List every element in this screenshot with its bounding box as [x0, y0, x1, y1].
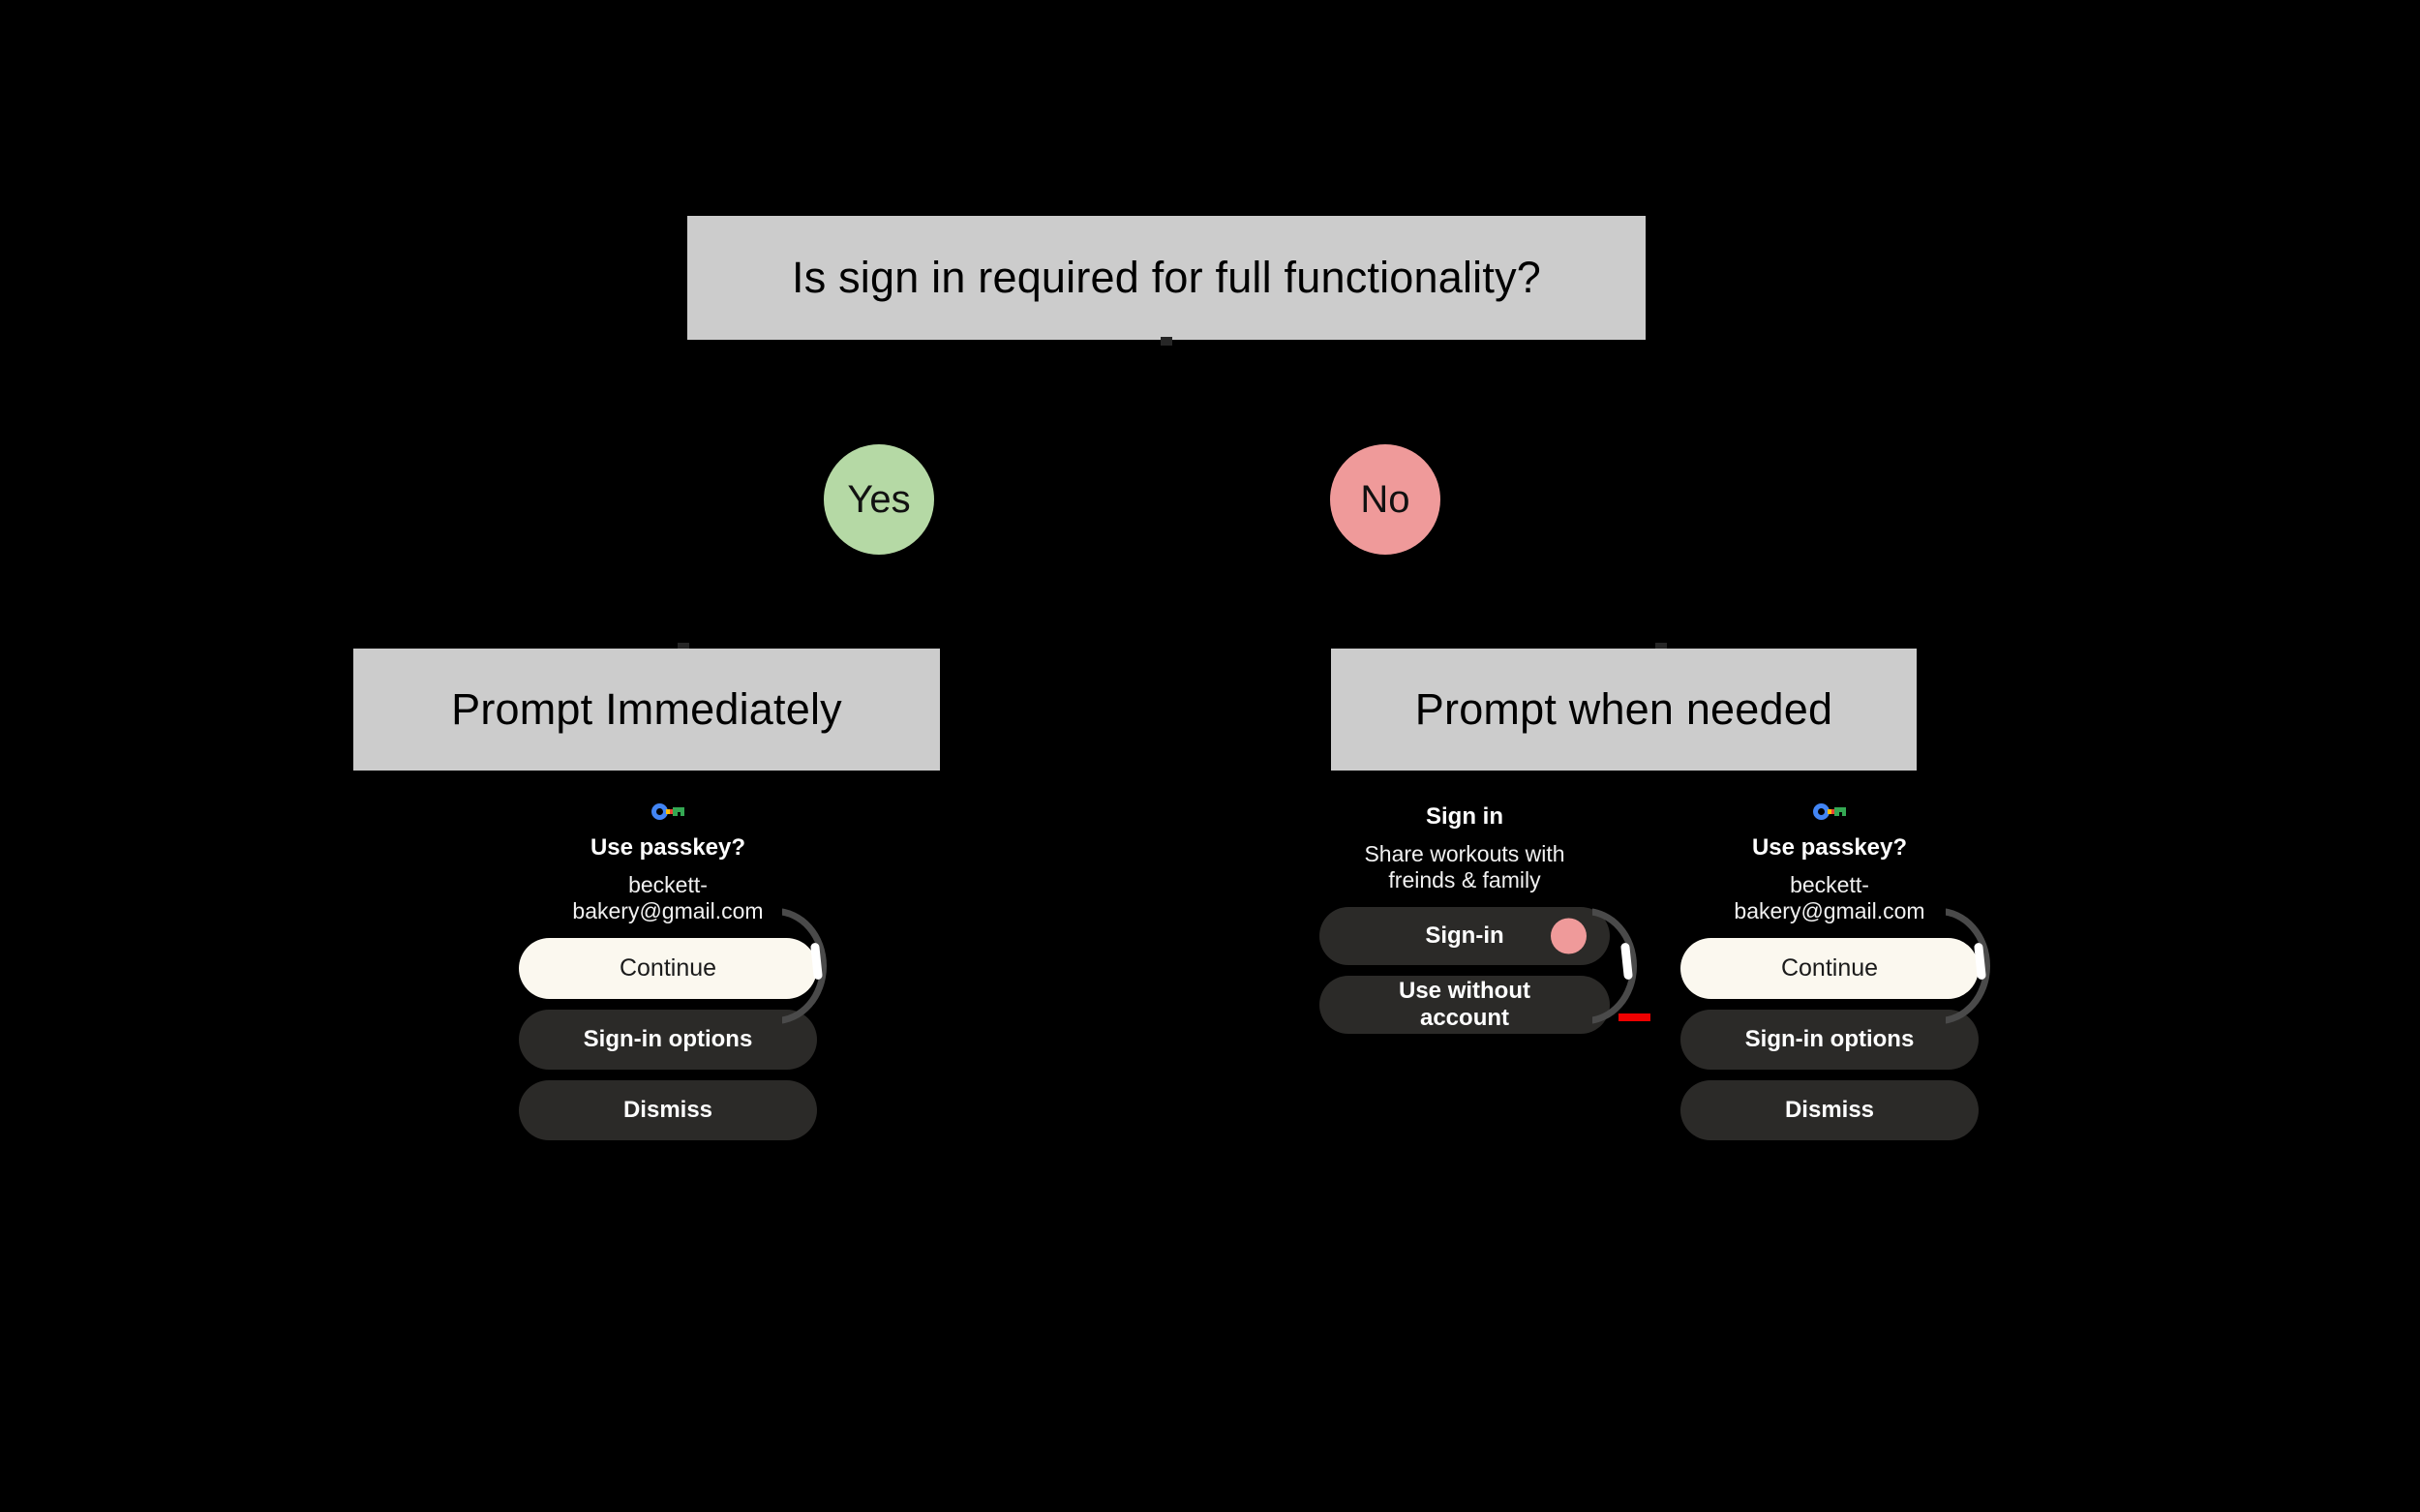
- decision-box-question: Is sign in required for full functionali…: [687, 216, 1646, 340]
- scrollbar-left[interactable]: [782, 908, 827, 1024]
- sign-in-button[interactable]: Sign-in: [1319, 907, 1610, 966]
- continue-button-right[interactable]: Continue: [1680, 938, 1979, 1000]
- google-passkey-icon: [651, 803, 684, 821]
- google-passkey-icon: [1813, 803, 1846, 821]
- scrollbar-middle[interactable]: [1592, 908, 1637, 1024]
- signin-title: Sign in: [1426, 803, 1503, 830]
- outcome-box-prompt-when-needed: Prompt when needed: [1331, 649, 1917, 771]
- branch-label-no: No: [1330, 444, 1440, 555]
- passkey-account-email-right: beckett- bakery@gmail.com: [1734, 871, 1925, 923]
- watch-screen-left-passkey: Use passkey? beckett- bakery@gmail.com C…: [489, 803, 847, 1316]
- sign-in-options-button-left[interactable]: Sign-in options: [519, 1010, 817, 1071]
- dismiss-button-left[interactable]: Dismiss: [519, 1080, 817, 1141]
- sign-in-options-button-right[interactable]: Sign-in options: [1680, 1010, 1979, 1071]
- passkey-title-right: Use passkey?: [1751, 834, 1908, 861]
- scrollbar-right[interactable]: [1946, 908, 1990, 1024]
- watch-screen-middle-signin: Sign in Share workouts with freinds & fa…: [1305, 803, 1624, 1191]
- use-without-account-button[interactable]: Use without account: [1319, 976, 1610, 1035]
- signin-description: Share workouts with freinds & family: [1364, 840, 1565, 892]
- connector-arrowhead-left-branch: [678, 643, 689, 651]
- connector-arrowhead-down: [1161, 337, 1172, 346]
- watch-screen-right-passkey: Use passkey? beckett- bakery@gmail.com C…: [1650, 803, 2009, 1316]
- continue-button-left[interactable]: Continue: [519, 938, 817, 1000]
- sign-in-button-label: Sign-in: [1425, 922, 1504, 950]
- connector-arrowhead-right-branch: [1655, 643, 1667, 651]
- branch-label-yes: Yes: [824, 444, 934, 555]
- dismiss-button-right[interactable]: Dismiss: [1680, 1080, 1979, 1141]
- passkey-account-email-left: beckett- bakery@gmail.com: [572, 871, 764, 923]
- outcome-box-prompt-immediately: Prompt Immediately: [353, 649, 940, 771]
- account-avatar: [1551, 918, 1587, 954]
- passkey-title-left: Use passkey?: [590, 834, 746, 861]
